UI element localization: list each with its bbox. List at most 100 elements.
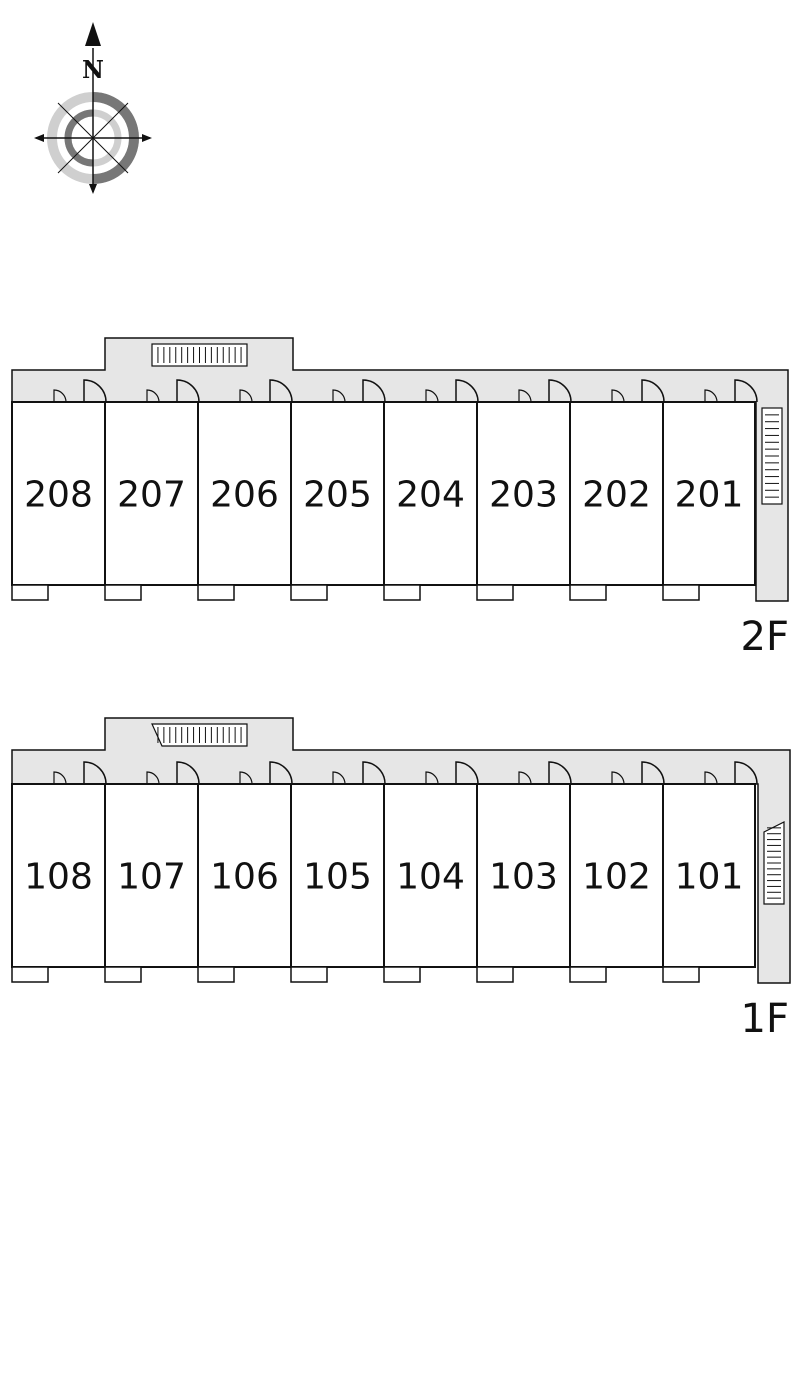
- north-label: N: [82, 55, 104, 84]
- unit-205: 205: [290, 379, 386, 601]
- unit-room: [104, 783, 199, 968]
- entry-door-icon: [362, 379, 386, 403]
- entry-door-icon: [362, 761, 386, 785]
- unit-206: 206: [197, 379, 293, 601]
- balcony: [290, 966, 328, 983]
- small-door-icon: [704, 389, 718, 403]
- unit-105: 105: [290, 761, 386, 983]
- balcony: [569, 966, 607, 983]
- unit-number: 105: [303, 857, 372, 898]
- balcony: [11, 966, 49, 983]
- unit-101: 101: [662, 761, 758, 983]
- balcony: [383, 966, 421, 983]
- unit-207: 207: [104, 379, 200, 601]
- north-arrow-icon: [85, 22, 101, 46]
- unit-104: 104: [383, 761, 479, 983]
- balcony: [104, 584, 142, 601]
- unit-103: 103: [476, 761, 572, 983]
- unit-room: [476, 401, 571, 586]
- unit-number: 204: [396, 475, 465, 516]
- balcony: [383, 584, 421, 601]
- east-arrow-icon: [142, 134, 152, 142]
- unit-room: [662, 783, 756, 968]
- unit-number: 107: [117, 857, 186, 898]
- stairs-icon: [151, 343, 248, 367]
- entry-door-icon: [176, 379, 200, 403]
- entry-door-icon: [269, 379, 293, 403]
- unit-room: [104, 401, 199, 586]
- unit-room: [569, 401, 664, 586]
- unit-number: 203: [489, 475, 558, 516]
- unit-204: 204: [383, 379, 479, 601]
- unit-number: 108: [24, 857, 93, 898]
- entry-door-icon: [83, 379, 107, 403]
- balcony: [662, 584, 700, 601]
- unit-201: 201: [662, 379, 758, 601]
- unit-number: 101: [675, 857, 744, 898]
- small-door-icon: [704, 771, 718, 785]
- entry-door-icon: [548, 379, 572, 403]
- unit-203: 203: [476, 379, 572, 601]
- side-stairs-icon: [761, 407, 783, 505]
- unit-room: [11, 783, 106, 968]
- unit-number: 202: [582, 475, 651, 516]
- west-arrow-icon: [34, 134, 44, 142]
- unit-208: 208: [11, 379, 107, 601]
- small-door-icon: [611, 771, 625, 785]
- small-door-icon: [239, 389, 253, 403]
- small-door-icon: [239, 771, 253, 785]
- entry-door-icon: [641, 761, 665, 785]
- floor-label: 2F: [741, 614, 789, 660]
- small-door-icon: [53, 389, 67, 403]
- small-door-icon: [146, 389, 160, 403]
- unit-room: [383, 401, 478, 586]
- unit-number: 104: [396, 857, 465, 898]
- unit-107: 107: [104, 761, 200, 983]
- unit-106: 106: [197, 761, 293, 983]
- stairs-icon: [151, 723, 248, 747]
- balcony: [197, 966, 235, 983]
- unit-room: [197, 783, 292, 968]
- balcony: [104, 966, 142, 983]
- entry-door-icon: [455, 379, 479, 403]
- unit-202: 202: [569, 379, 665, 601]
- unit-room: [290, 401, 385, 586]
- small-door-icon: [611, 389, 625, 403]
- south-arrow-icon: [89, 184, 97, 194]
- entry-door-icon: [455, 761, 479, 785]
- entry-door-icon: [176, 761, 200, 785]
- entry-door-icon: [269, 761, 293, 785]
- compass-rose-icon: N: [34, 22, 152, 194]
- unit-102: 102: [569, 761, 665, 983]
- unit-108: 108: [11, 761, 107, 983]
- small-door-icon: [518, 771, 532, 785]
- compass-diagonal-line: [57, 102, 129, 174]
- unit-number: 206: [210, 475, 279, 516]
- unit-number: 205: [303, 475, 372, 516]
- balcony: [197, 584, 235, 601]
- side-stairs-icon: [763, 821, 785, 905]
- entry-door-icon: [734, 379, 758, 403]
- unit-number: 103: [489, 857, 558, 898]
- balcony: [569, 584, 607, 601]
- small-door-icon: [146, 771, 160, 785]
- entry-door-icon: [548, 761, 572, 785]
- balcony: [476, 584, 514, 601]
- entry-door-icon: [641, 379, 665, 403]
- small-door-icon: [518, 389, 532, 403]
- balcony: [11, 584, 49, 601]
- entry-door-icon: [83, 761, 107, 785]
- entry-door-icon: [734, 761, 758, 785]
- unit-number: 208: [24, 475, 93, 516]
- balcony: [662, 966, 700, 983]
- unit-number: 207: [117, 475, 186, 516]
- floor-plan-2f: 208 207 206 205 204 203 202 201 2F: [11, 337, 789, 660]
- balcony: [290, 584, 328, 601]
- small-door-icon: [425, 771, 439, 785]
- unit-room: [662, 401, 756, 586]
- floor-label: 1F: [741, 996, 789, 1042]
- small-door-icon: [53, 771, 67, 785]
- small-door-icon: [425, 389, 439, 403]
- unit-number: 201: [675, 475, 744, 516]
